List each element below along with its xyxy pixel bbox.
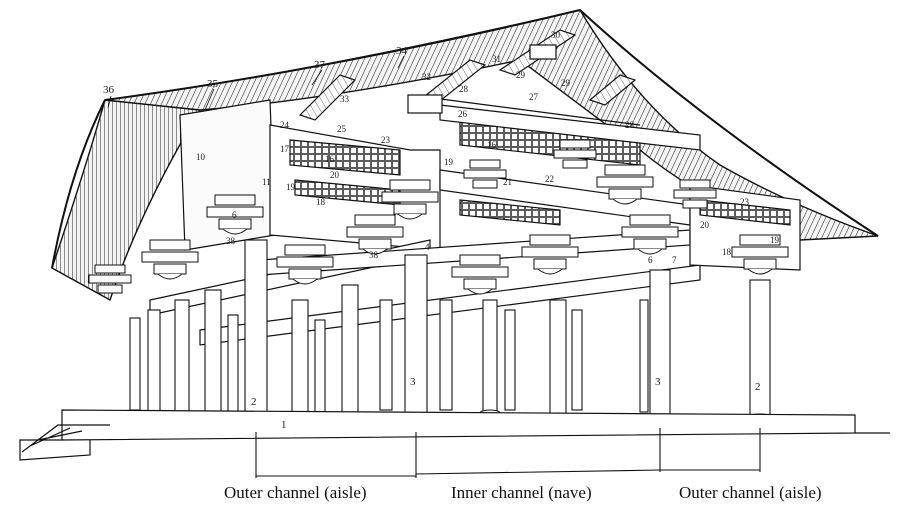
- callout-16: 16: [325, 154, 335, 164]
- ceiling-coffers-left: [289, 139, 401, 176]
- callout-1: 1: [281, 419, 287, 431]
- column-outer-front-left: [244, 239, 268, 423]
- steps: [21, 424, 110, 453]
- callout-19: 19: [770, 235, 780, 245]
- callout-29: 29: [561, 78, 571, 88]
- callout-34: 34: [396, 45, 408, 57]
- roof-left-hip: [51, 99, 202, 302]
- callout-20: 20: [330, 170, 340, 180]
- dimension-lines: [255, 428, 761, 478]
- callout-29: 29: [516, 70, 526, 80]
- callout-24: 24: [280, 120, 290, 130]
- callout-7: 7: [672, 255, 677, 265]
- callout-2: 2: [251, 396, 257, 408]
- platform: [19, 409, 890, 461]
- callout-25: 25: [337, 124, 347, 134]
- callout-21: 21: [503, 177, 512, 187]
- label-outer-channel-left: Outer channel (aisle): [224, 483, 367, 502]
- callout-31: 31: [492, 54, 501, 64]
- callout-17: 17: [280, 144, 290, 154]
- callout-26: 26: [458, 109, 468, 119]
- callout-23: 23: [381, 135, 391, 145]
- callout-33: 33: [340, 94, 350, 104]
- callout-3: 3: [410, 376, 416, 388]
- callout-37: 37: [314, 59, 326, 71]
- callout-30: 30: [551, 30, 561, 40]
- callout-36: 36: [103, 84, 115, 96]
- callout-3: 3: [655, 376, 661, 388]
- callout-19: 19: [444, 157, 454, 167]
- callout-10: 10: [196, 152, 206, 162]
- callout-11: 11: [262, 177, 271, 187]
- callout-38: 38: [369, 250, 379, 260]
- roof-right-eave: [579, 9, 879, 237]
- callout-35: 35: [207, 78, 219, 90]
- callout-20: 20: [700, 220, 710, 230]
- callout-6: 6: [232, 210, 237, 220]
- callout-2: 2: [755, 381, 761, 393]
- callout-23: 23: [740, 197, 750, 207]
- column-inner-front-right: [649, 269, 671, 418]
- callout-27: 27: [529, 92, 539, 102]
- callout-16: 16: [487, 140, 497, 150]
- bracket-sets: [88, 139, 789, 295]
- callout-19: 19: [286, 182, 296, 192]
- column-inner-front-left: [404, 254, 428, 424]
- callout-38: 38: [226, 236, 236, 246]
- callout-22: 22: [545, 174, 554, 184]
- leader-lines: [107, 55, 405, 111]
- callout-32: 32: [422, 72, 431, 82]
- callout-18: 18: [316, 197, 326, 207]
- label-outer-channel-right: Outer channel (aisle): [679, 483, 822, 502]
- callout-18: 18: [722, 247, 732, 257]
- label-inner-channel: Inner channel (nave): [451, 483, 592, 502]
- ceiling-coffers-lower: [459, 199, 561, 226]
- callout-6: 6: [648, 255, 653, 265]
- callout-28: 28: [459, 84, 469, 94]
- column-outer-front-right: [749, 279, 771, 418]
- frame-beams: [149, 29, 801, 346]
- callout-numbers: 1 2 2 3 3 4 6 6 7 10 11 16 16 17 18 18 1…: [103, 30, 780, 431]
- callout-28: 28: [625, 120, 635, 130]
- callout-4: 4: [425, 242, 430, 252]
